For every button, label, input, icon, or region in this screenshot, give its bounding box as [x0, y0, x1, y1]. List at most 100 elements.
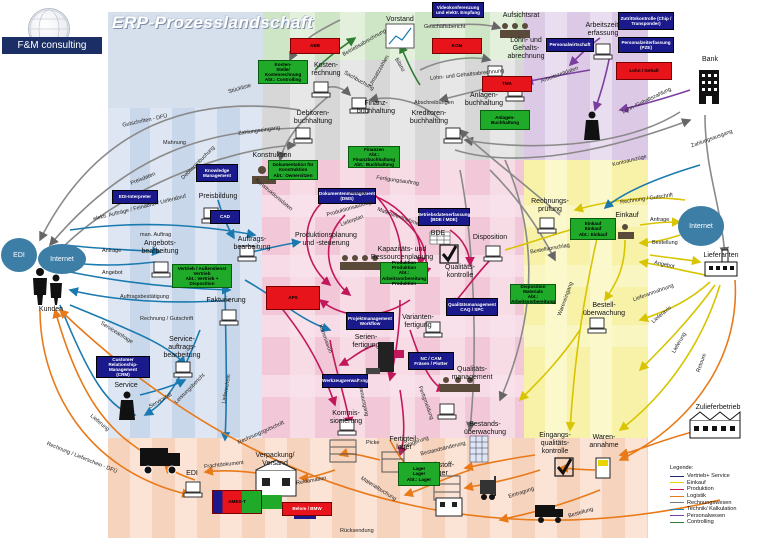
legend-label: Personalwesen — [687, 512, 726, 519]
module-ames: AMES-T — [212, 490, 262, 514]
module-lohn-gehalt: Lohn / Gehalt — [616, 62, 672, 80]
module-einkauf: Einkauf Einkauf Abt.: Einkauf — [570, 218, 616, 240]
page-title: ERP-Prozesslandschaft — [112, 13, 314, 32]
node-konstruktion: Konstruktion — [252, 152, 292, 159]
node-kommissionierung: Kommis- sionierung — [329, 410, 363, 425]
node-bestandsueberwachung: Bestands- überwachung — [463, 421, 507, 436]
node-service-auftrag: Service- auftrags- bearbeitung — [163, 336, 201, 359]
legend-item: Personalwesen — [670, 513, 758, 520]
node-bestellueberwachung: Bestell- überwachung — [582, 302, 626, 317]
node-bde: BDE — [430, 230, 446, 237]
module-cad-doku: Dokumentation für Konstruktion Abt.: Own… — [268, 160, 318, 180]
node-auftragsbearbeitung: Auftrags- bearbeitung — [233, 236, 271, 251]
module-lager: Lager Lager Abt.: Lager — [398, 462, 440, 486]
node-preisbildung: Preisbildung — [198, 193, 238, 200]
module-anlagen: Anlagen- Buchhaltung — [480, 110, 530, 130]
internet-label-left: Internet — [50, 255, 74, 263]
module-zeiterfassung: Zutrittskontrolle (Chip / Transponder) — [618, 12, 674, 30]
module-abb: ABB — [290, 38, 340, 54]
legend-label: Rechnungswesen — [687, 499, 732, 506]
legend-swatch — [670, 521, 684, 523]
module-edi-interpreter: EDI-Interpreter — [112, 190, 158, 204]
module-belom: Belom / BMW — [282, 502, 332, 516]
module-nc-cam: NC / CAM Fräsen / Plotter — [408, 352, 454, 370]
node-warenannahme: Waren- annahme — [589, 434, 619, 449]
node-arbeitszeit: Arbeitszeit- erfassung — [585, 22, 621, 37]
module-personalzeiterfassung: Personalzeiterfassung (PZE) — [618, 37, 674, 53]
edi-label-left: EDI — [13, 251, 25, 259]
module-vertrieb: Vertrieb / Außendienst Vertrieb Abt.: Ve… — [172, 264, 232, 288]
node-lieferanten: Lieferanten — [703, 252, 739, 259]
module-knowledge: Knowledge Management — [196, 164, 238, 182]
legend-item: Vertrieb+ Service — [670, 473, 758, 480]
legend-item: Produktion — [670, 486, 758, 493]
node-serienfertigung: Serien- fertigung — [352, 334, 380, 349]
node-variantenfertigung: Varianten- fertigung — [402, 314, 434, 329]
node-qualitaetsmanagement: Qualitäts- management — [451, 366, 493, 381]
legend-item: Einkauf — [670, 480, 758, 487]
flow-anfrage-r: Anfrage — [650, 217, 670, 223]
flow-rechnung-gutschrift: Rechnung / Gutschrift — [140, 316, 194, 322]
module-projektmanagement: Projektmanagement Workflow — [346, 312, 394, 330]
node-anlagen: Anlagen- buchhaltung — [464, 92, 504, 107]
legend-swatch — [670, 515, 684, 517]
module-kom: KOM — [432, 38, 482, 54]
module-crm: Customer Relationship- Management (CRM) — [96, 356, 150, 378]
module-bde-mde: Betriebsdatenerfassung (BDE / MDE) — [418, 208, 470, 226]
node-kapazitaet: Kapazitäts- und Ressourcenplanung — [370, 246, 434, 261]
flow-angebot: Angebot — [102, 270, 123, 276]
node-eingangsqk: Eingangs- qualitäts- kontrolle — [539, 432, 571, 455]
legend-label: Vertrieb+ Service — [687, 473, 730, 480]
node-aufsichtsrat: Aufsichtsrat — [502, 12, 540, 19]
module-videokonferenz: Videokonferenzung und elektr. Empfang — [432, 2, 484, 18]
legend-swatch — [670, 488, 684, 490]
module-cad: CAD — [210, 210, 240, 224]
node-edi-bottom: EDI — [186, 470, 198, 477]
flow-pickliste: Picke — [366, 440, 380, 446]
internet-cloud-right: Internet — [678, 206, 724, 246]
legend-title: Legende: — [670, 465, 694, 471]
module-produktion: Produktion Produktion Abt.: Arbeitsvorbe… — [380, 260, 428, 286]
internet-label-right: Internet — [689, 222, 713, 230]
node-einkauf: Einkauf — [615, 212, 639, 219]
legend-label: Technik/ Kalkulation — [687, 506, 737, 513]
legend-swatch — [670, 475, 684, 477]
legend-swatch — [670, 495, 684, 497]
legend-item: Rechnungswesen — [670, 499, 758, 506]
node-kreditoren: Kreditoren- buchhaltung — [409, 110, 449, 125]
module-personalwirtschaft: Personalwirtschaft — [546, 38, 594, 52]
module-tma: TMA — [482, 76, 532, 92]
legend-swatch — [670, 508, 684, 510]
node-angebotsbearbeitung: Angebots- bearbeitung — [141, 240, 179, 255]
node-debitoren: Debitoren- buchhaltung — [293, 110, 333, 125]
module-finanzen: Finanzen Abt.: Finanzbuchhaltung Abt.: B… — [348, 146, 400, 168]
node-kunden: Kunden — [38, 306, 64, 313]
node-bank: Bank — [702, 56, 718, 63]
flow-bestellung-r: Bestellung — [652, 240, 678, 246]
module-dms: Dokumentenmanagement (DMS) — [318, 188, 376, 204]
node-fertigteillager: Fertigteil- lager — [389, 436, 419, 451]
flow-anfrage: Anfrage — [102, 248, 122, 254]
flow-kosten: Kosten — [350, 190, 368, 196]
node-lohn: Lohn- und Gehalts- abrechnung — [507, 37, 545, 60]
node-disposition: Disposition — [472, 234, 508, 241]
legend-label: Produktion — [687, 486, 714, 493]
company-logo: F&M consulting — [2, 37, 102, 54]
legend-swatch — [670, 502, 684, 504]
legend-label: Einkauf — [687, 479, 706, 486]
node-service: Service — [114, 382, 138, 389]
flow-geschaeftsbericht: Geschäftsbericht — [424, 24, 466, 30]
legend-item: Controlling — [670, 519, 758, 526]
bank-icon — [699, 70, 719, 104]
module-aps: APS — [266, 286, 320, 310]
module-disposition: Disposition Materials Abt.: Arbeitsvorbe… — [510, 283, 556, 305]
legend: Legende: Vertrieb+ Service Einkauf Produ… — [670, 465, 758, 526]
flow-auftragsbestaetigung: Auftragsbestätigung — [120, 294, 169, 300]
legend-item: Technik/ Kalkulation — [670, 506, 758, 513]
node-fakturierung: Fakturierung — [206, 297, 246, 304]
node-verpackung: Verpackung/ Versand — [255, 452, 295, 467]
module-kostenrechnung: Kosten- Stelle/ Kostenrechnung Abt.: Con… — [258, 60, 308, 84]
legend-swatch — [670, 482, 684, 484]
node-rechnungspruefung: Rechnungs- prüfung — [531, 198, 569, 213]
